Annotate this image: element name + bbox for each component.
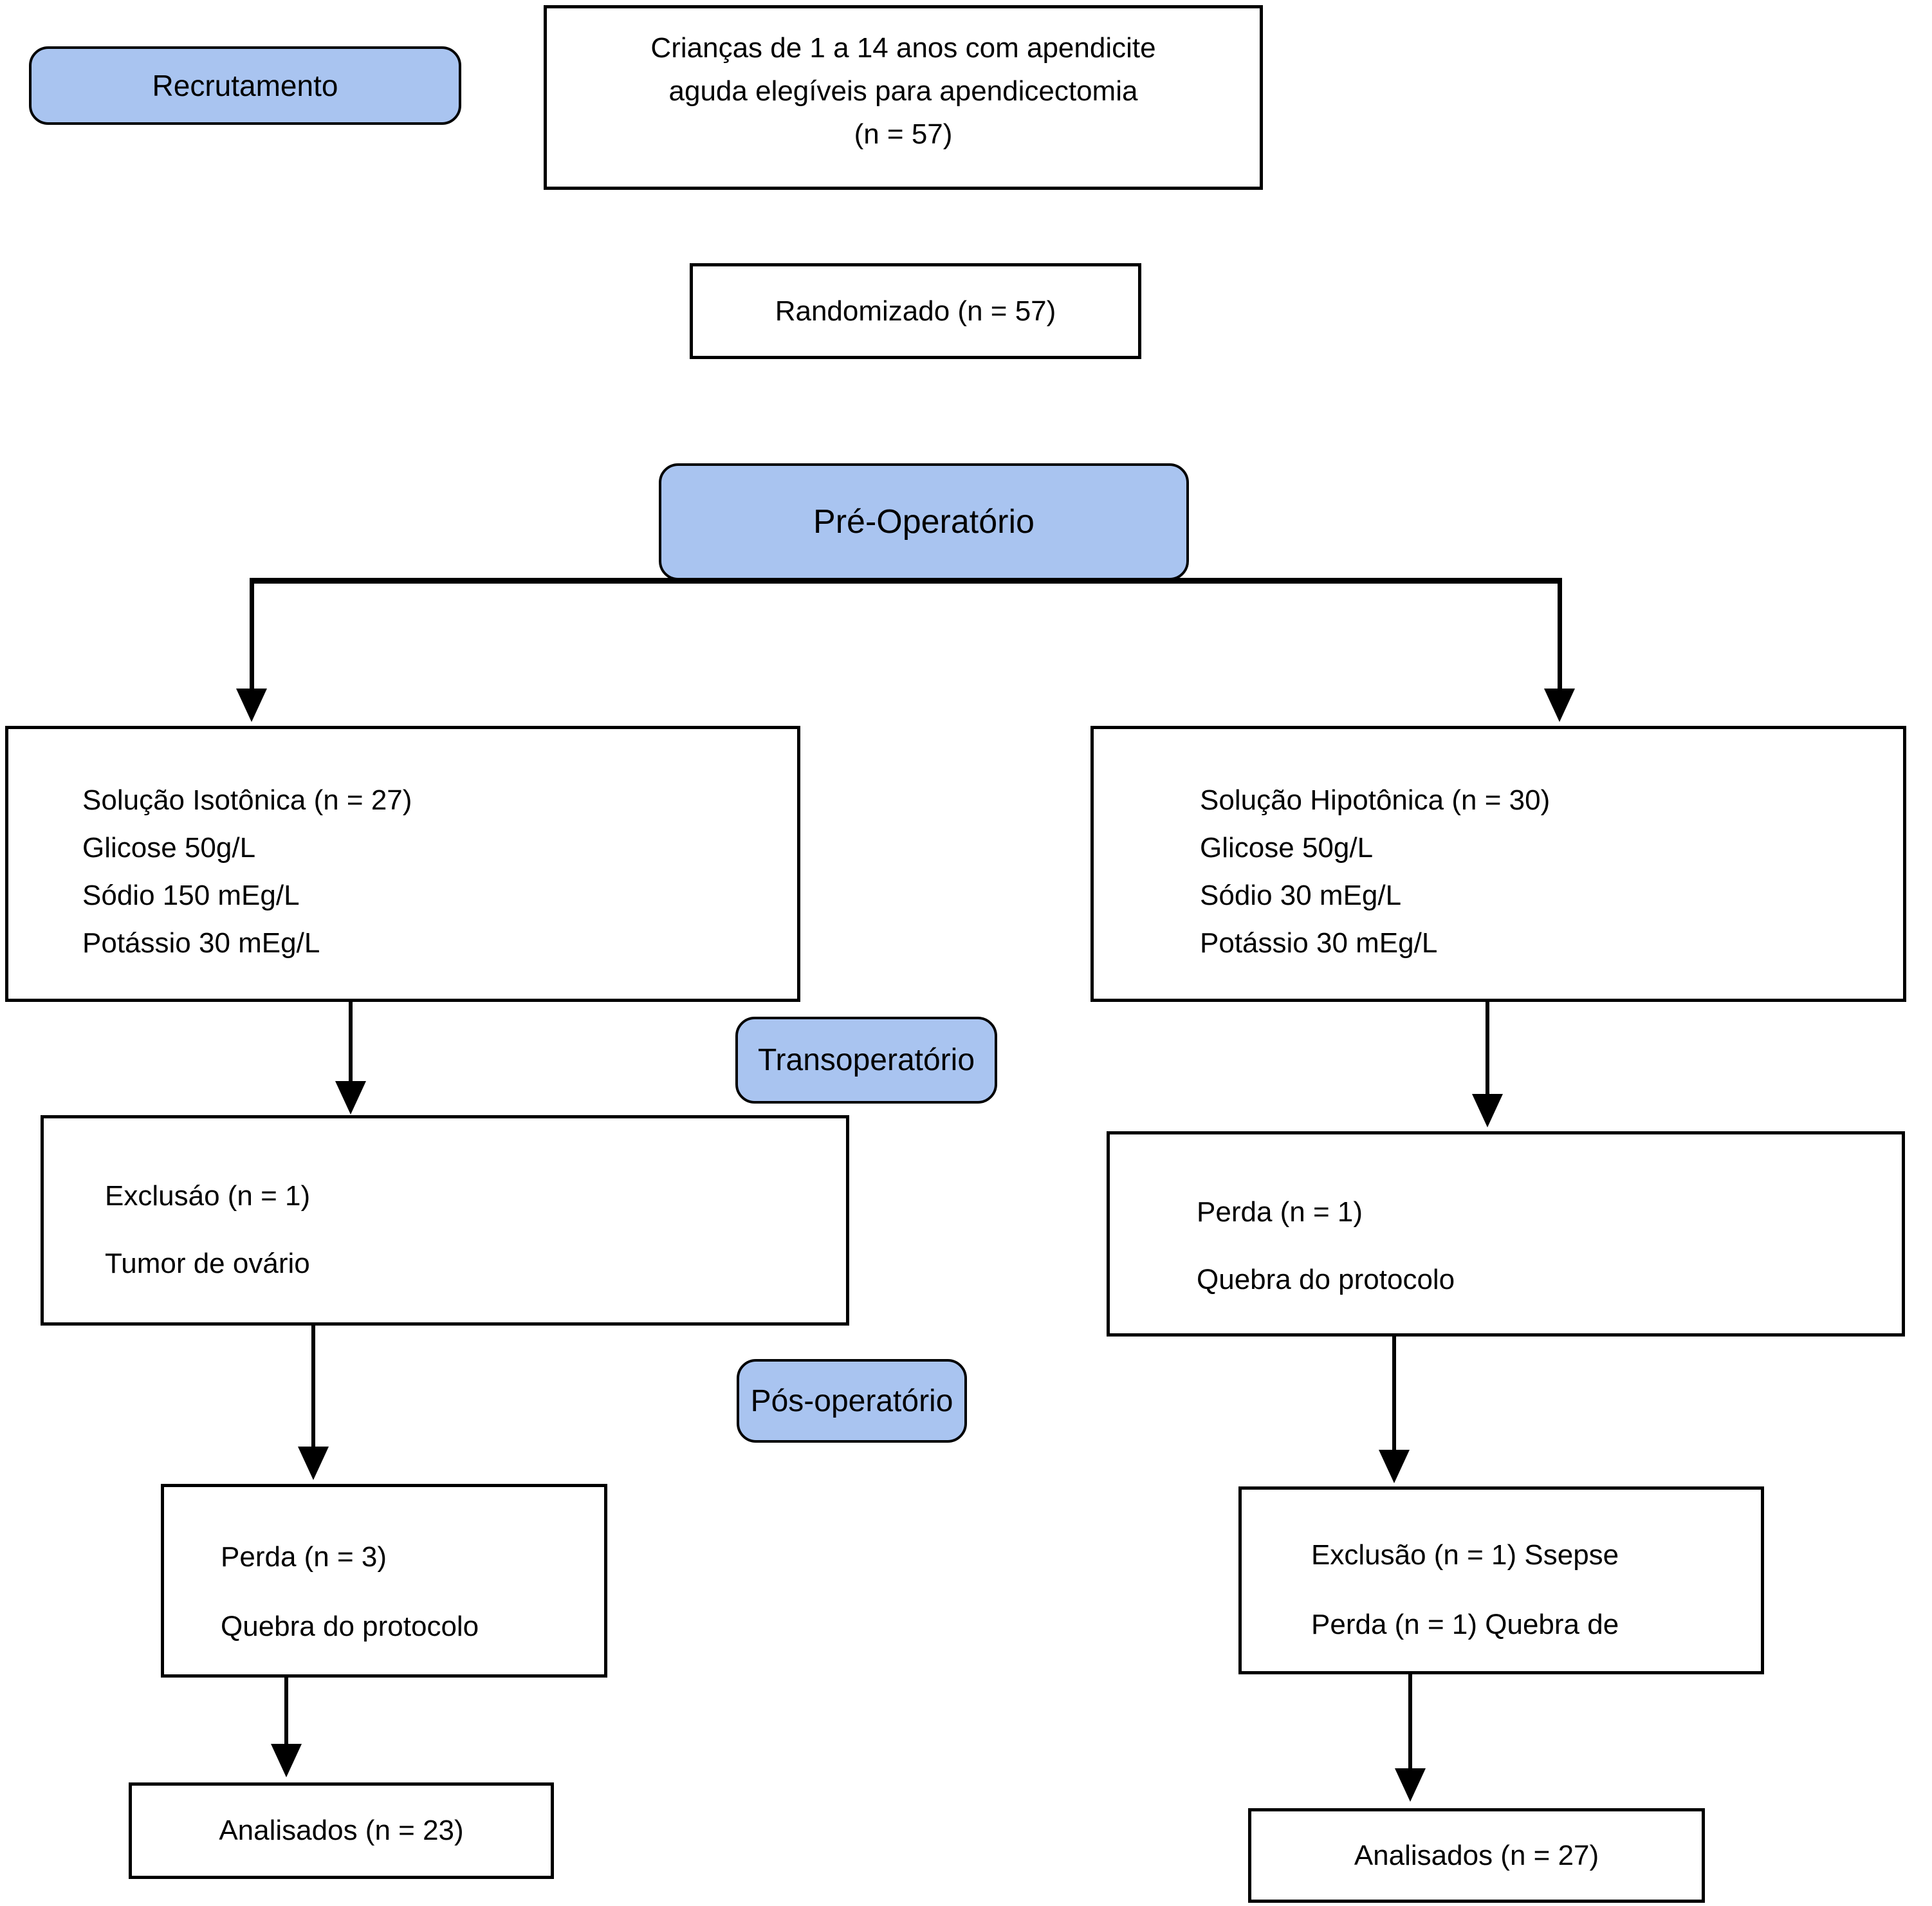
hypotonic-line-2: Glicose 50g/L [1200, 832, 1374, 864]
preop-branch-horizontal-line [250, 578, 1562, 584]
stage-label-preoperative: Pré-Operatório [659, 463, 1189, 580]
eligible-box: Crianças de 1 a 14 anos com apendicite a… [544, 5, 1263, 190]
hypotonic-transop-loss-line-1: Perda (n = 1) [1197, 1196, 1363, 1228]
hypotonic-postop-exclusion-line-2: Perda (n = 1) Quebra de [1311, 1609, 1619, 1640]
isotonic-transop-exclusion-line-1: Exclusáo (n = 1) [105, 1180, 311, 1212]
isotonic-postop-loss-line-1: Perda (n = 3) [221, 1541, 387, 1573]
isotonic-postop-loss-box: Perda (n = 3) Quebra do protocolo [161, 1484, 607, 1678]
isotonic-transop-exclusion-line-2: Tumor de ovário [105, 1248, 310, 1279]
hypotonic-postop-exclusion-box: Exclusão (n = 1) Ssepse Perda (n = 1) Qu… [1238, 1486, 1764, 1674]
stage-label-recruitment: Recrutamento [29, 46, 461, 125]
stage-label-intraoperative: Transoperatório [735, 1017, 997, 1104]
isotonic-analyzed-box: Analisados (n = 23) [129, 1782, 554, 1879]
isotonic-line-1: Solução Isotônica (n = 27) [82, 784, 412, 816]
isotonic-line-2: Glicose 50g/L [82, 832, 256, 864]
preop-branch-right-arrowhead [1544, 689, 1575, 722]
preop-branch-right-line [1558, 578, 1562, 691]
eligible-line-3: (n = 57) [854, 118, 953, 150]
arrow-exclusion-to-postop-loss-line [311, 1326, 315, 1448]
arrow-postop-loss-to-analyzed-arrowhead [271, 1744, 302, 1777]
arrow-postop-exclusion-to-analyzed-arrowhead [1395, 1768, 1426, 1802]
isotonic-solution-box: Solução Isotônica (n = 27) Glicose 50g/L… [5, 726, 800, 1002]
hypotonic-line-4: Potássio 30 mEg/L [1200, 927, 1438, 959]
hypotonic-postop-exclusion-line-1: Exclusão (n = 1) Ssepse [1311, 1539, 1619, 1571]
isotonic-line-4: Potássio 30 mEg/L [82, 927, 320, 959]
isotonic-line-3: Sódio 150 mEg/L [82, 880, 300, 911]
stage-label-recruitment-text: Recrutamento [152, 69, 338, 102]
hypotonic-transop-loss-line-2: Quebra do protocolo [1197, 1264, 1455, 1295]
arrow-loss-to-postop-exclusion-line [1392, 1337, 1396, 1451]
arrow-isotonic-to-exclusion-line [349, 1002, 353, 1082]
eligible-line-1: Crianças de 1 a 14 anos com apendicite [650, 32, 1156, 64]
arrow-postop-loss-to-analyzed-line [284, 1678, 288, 1745]
hypotonic-transop-loss-box: Perda (n = 1) Quebra do protocolo [1107, 1131, 1905, 1337]
isotonic-postop-loss-line-2: Quebra do protocolo [221, 1611, 479, 1642]
arrow-exclusion-to-postop-loss-arrowhead [298, 1447, 329, 1480]
preop-branch-left-line [250, 578, 254, 691]
hypotonic-line-1: Solução Hipotônica (n = 30) [1200, 784, 1550, 816]
hypotonic-analyzed-box: Analisados (n = 27) [1248, 1808, 1705, 1903]
arrow-loss-to-postop-exclusion-arrowhead [1379, 1450, 1410, 1483]
randomized-box: Randomizado (n = 57) [690, 263, 1141, 359]
arrow-hypotonic-to-loss-arrowhead [1472, 1094, 1503, 1127]
hypotonic-analyzed-text: Analisados (n = 27) [1354, 1839, 1599, 1871]
stage-label-preoperative-text: Pré-Operatório [813, 503, 1035, 541]
isotonic-analyzed-text: Analisados (n = 23) [219, 1815, 464, 1846]
arrow-postop-exclusion-to-analyzed-line [1408, 1674, 1412, 1770]
hypotonic-solution-box: Solução Hipotônica (n = 30) Glicose 50g/… [1090, 726, 1906, 1002]
stage-label-postoperative: Pós-operatório [737, 1359, 967, 1443]
stage-label-intraoperative-text: Transoperatório [757, 1043, 975, 1077]
randomized-text: Randomizado (n = 57) [775, 295, 1056, 327]
preop-branch-left-arrowhead [236, 689, 267, 722]
isotonic-transop-exclusion-box: Exclusáo (n = 1) Tumor de ovário [41, 1115, 849, 1326]
hypotonic-line-3: Sódio 30 mEg/L [1200, 880, 1402, 911]
arrow-hypotonic-to-loss-line [1486, 1002, 1489, 1095]
arrow-isotonic-to-exclusion-arrowhead [335, 1081, 366, 1115]
stage-label-postoperative-text: Pós-operatório [750, 1383, 953, 1418]
eligible-line-2: aguda elegíveis para apendicectomia [668, 75, 1138, 107]
